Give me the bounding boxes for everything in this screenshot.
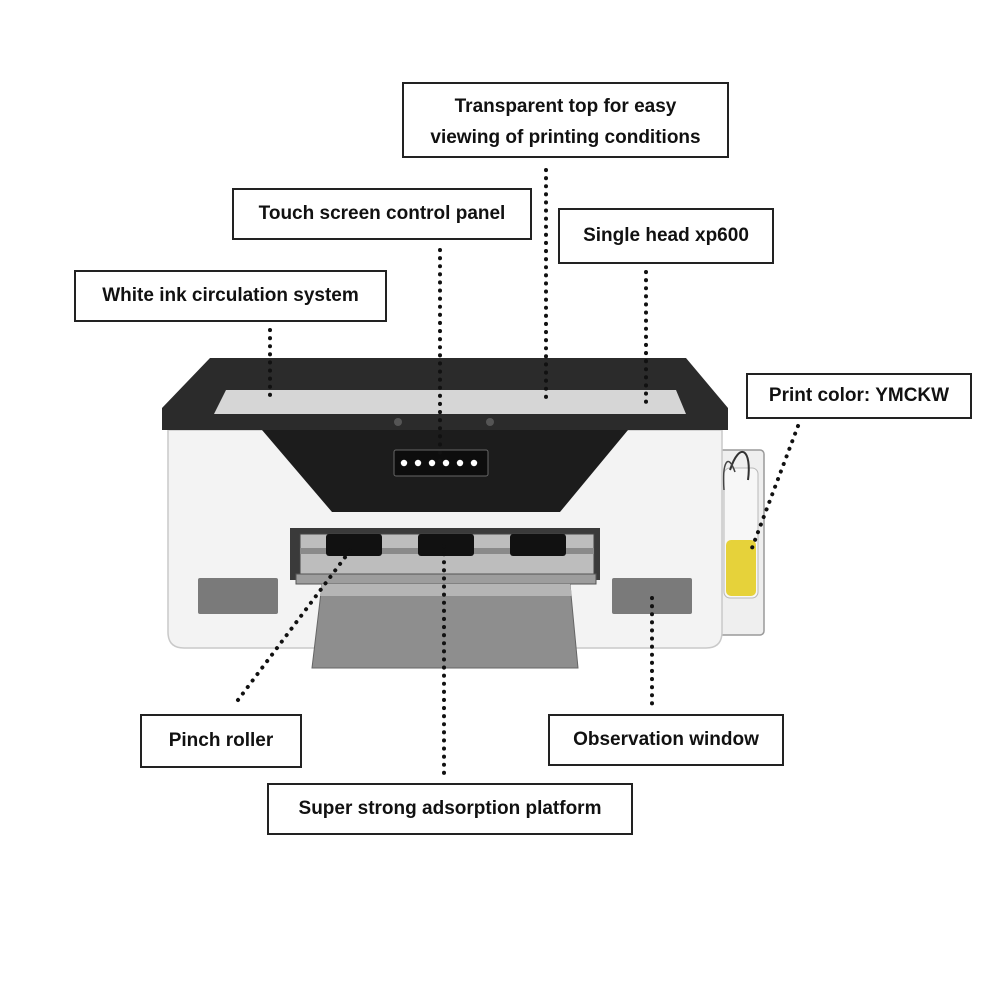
callout-print-color: Print color: YMCKW: [746, 373, 972, 419]
callout-white-ink: White ink circulation system: [74, 270, 387, 322]
leader-print-color: [750, 424, 800, 550]
leader-lines: [236, 168, 800, 778]
yellow-ink-level: [726, 540, 756, 596]
observation-window-left: [198, 578, 278, 614]
callout-touch-screen: Touch screen control panel: [232, 188, 532, 240]
callout-pinch-roller: Pinch roller: [140, 714, 302, 768]
callout-adsorption-platform: Super strong adsorption platform: [267, 783, 633, 835]
pinch-rollers: [326, 534, 566, 556]
callout-transparent-top-line1: Transparent top for easy: [454, 96, 677, 117]
callout-single-head: Single head xp600: [558, 208, 774, 264]
control-panel: [393, 449, 489, 477]
callout-transparent-top-line2: viewing of printing conditions: [430, 127, 701, 148]
callout-observation-window: Observation window: [548, 714, 784, 766]
transparent-lid: [214, 390, 686, 414]
callout-transparent-top: Transparent top for easy viewing of prin…: [402, 82, 729, 158]
ink-tank: [717, 449, 765, 636]
leader-pinch-roller: [236, 546, 354, 702]
